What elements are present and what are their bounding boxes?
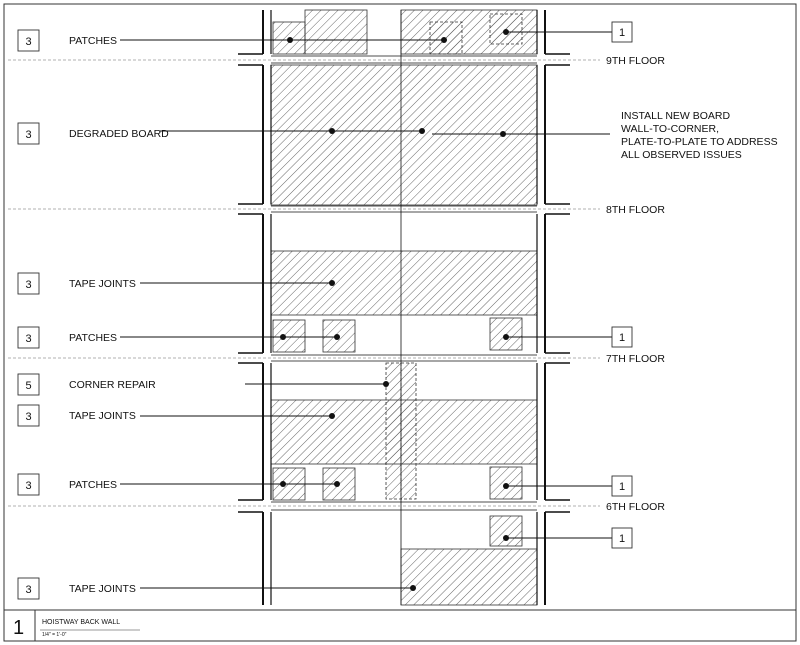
callout-points [280, 29, 509, 591]
callout-tag: 3 [25, 279, 31, 291]
left-tag-boxes [17, 29, 40, 600]
floor-label-7th: 7TH FLOOR [606, 353, 665, 365]
callout-label-patches: PATCHES [69, 35, 117, 47]
sheet-border [3, 3, 797, 642]
patch-area [272, 21, 306, 55]
callout-label-corner-repair: CORNER REPAIR [69, 379, 156, 391]
floor-label-8th: 8TH FLOOR [606, 204, 665, 216]
note-line: WALL-TO-CORNER, [621, 123, 719, 135]
hatched-areas [270, 9, 538, 606]
right-tag-boxes [611, 21, 633, 549]
callout-label-degraded-board: DEGRADED BOARD [69, 128, 169, 140]
note-line: INSTALL NEW BOARD [621, 110, 731, 122]
callout-label-patches: PATCHES [69, 479, 117, 491]
callout-tag: 3 [25, 480, 31, 492]
patch-area [304, 9, 368, 55]
floor-level-lines [8, 59, 600, 507]
note-line: ALL OBSERVED ISSUES [621, 149, 742, 161]
right-tag: 1 [619, 481, 625, 493]
callout-label-tape-joints: TAPE JOINTS [69, 278, 136, 290]
drawing-title: HOISTWAY BACK WALL [42, 619, 120, 626]
right-callouts [432, 31, 612, 539]
right-tag: 1 [619, 533, 625, 545]
floor-label-9th: 9TH FLOOR [606, 55, 665, 67]
callout-tag: 3 [25, 36, 31, 48]
right-tag: 1 [619, 27, 625, 39]
drawing-scale: 1/4" = 1'-0" [42, 632, 67, 638]
note-line: PLATE-TO-PLATE TO ADDRESS [621, 136, 778, 148]
title-block [4, 609, 796, 641]
drawing-number: 1 [13, 617, 24, 639]
callout-tag: 3 [25, 584, 31, 596]
callout-tag: 5 [25, 380, 31, 392]
patch-area [272, 319, 306, 353]
floor-label-6th: 6TH FLOOR [606, 501, 665, 513]
right-tag: 1 [619, 332, 625, 344]
tape-joint-area [400, 548, 538, 606]
callout-tag: 3 [25, 333, 31, 345]
degraded-board-area [270, 64, 538, 206]
callout-label-tape-joints: TAPE JOINTS [69, 410, 136, 422]
callout-tag: 3 [25, 411, 31, 423]
patch-area [489, 515, 523, 547]
callout-label-tape-joints: TAPE JOINTS [69, 583, 136, 595]
left-callouts [120, 39, 444, 589]
callout-tag: 3 [25, 129, 31, 141]
callout-label-patches: PATCHES [69, 332, 117, 344]
